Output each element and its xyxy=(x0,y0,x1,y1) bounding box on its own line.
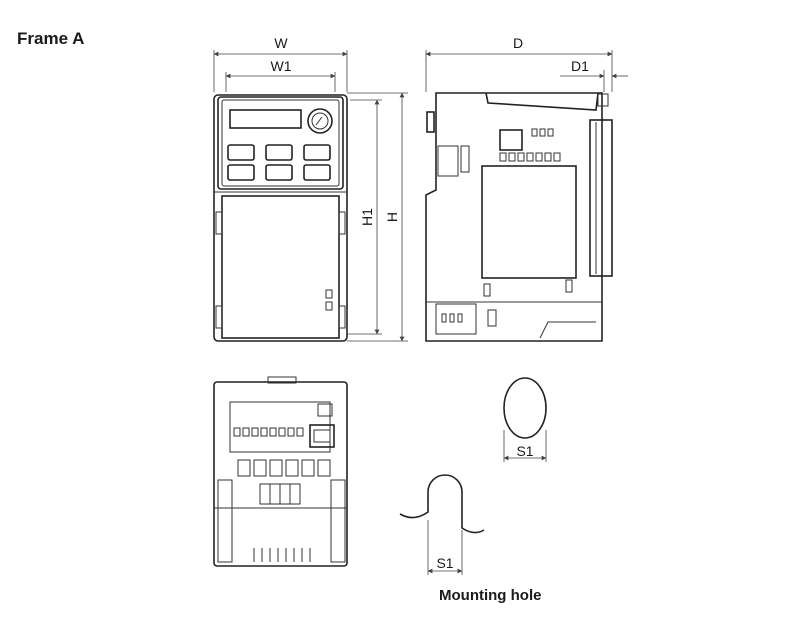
mounting-hole-oval: S1 xyxy=(503,377,547,462)
dimension-h1-label: H1 xyxy=(359,208,375,226)
dimension-d-label: D xyxy=(513,35,523,51)
dimension-w1-label: W1 xyxy=(271,58,292,74)
dimension-s1-top-label: S1 xyxy=(516,443,533,459)
dimension-s1-bottom-label: S1 xyxy=(436,555,453,571)
frame-title: Frame A xyxy=(17,29,85,48)
dimension-d1-label: D1 xyxy=(571,58,589,74)
mounting-hole-caption: Mounting hole xyxy=(439,587,542,604)
front-view: W W1 H1 xyxy=(213,35,408,342)
side-view: D D1 xyxy=(425,35,628,342)
dimension-w-label: W xyxy=(274,35,288,51)
dimension-h-label: H xyxy=(384,212,400,222)
bottom-view xyxy=(213,376,348,567)
mounting-hole-slot: S1 xyxy=(399,474,485,575)
